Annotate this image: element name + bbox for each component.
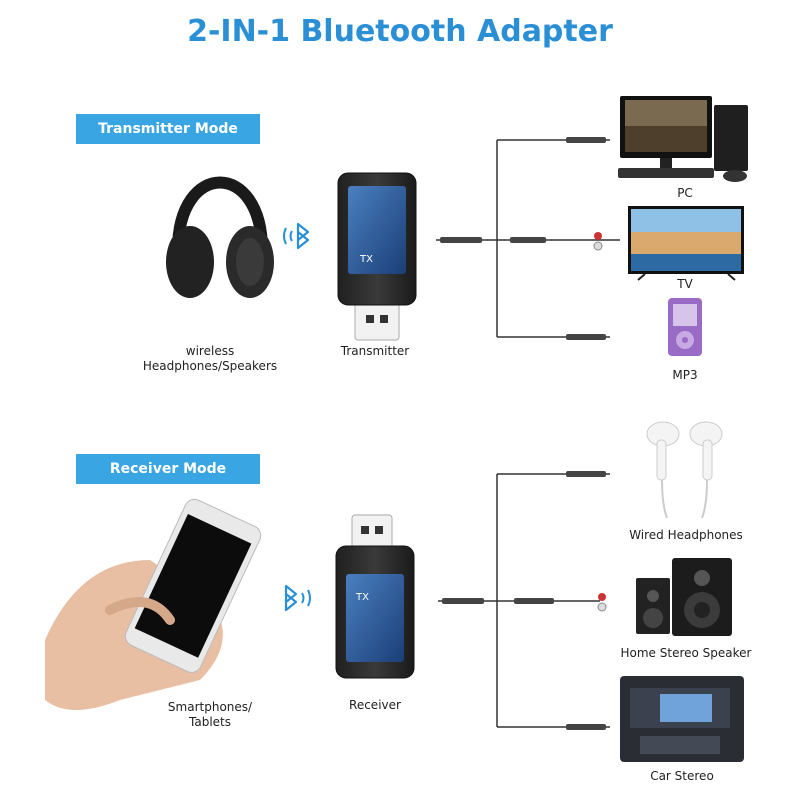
transmitter-device: TX (337, 172, 417, 341)
wireless-label-line2: Headphones/Speakers (142, 359, 278, 373)
smartphones-label-line2: Tablets (189, 715, 231, 729)
pc-icon (618, 96, 748, 182)
stereo-speaker-icon (636, 558, 732, 636)
smartphones-label-line1: Smartphones/ (167, 700, 253, 714)
headphones-icon (166, 176, 274, 298)
smartphones-tablets-label: Smartphones/ Tablets (130, 700, 290, 730)
tv-icon (628, 206, 744, 281)
receiver-label: Receiver (349, 698, 401, 712)
home-stereo-speaker-label: Home Stereo Speaker (620, 646, 752, 660)
bluetooth-icon (284, 584, 311, 612)
receiver-mode-banner: Receiver Mode (76, 454, 260, 484)
receiver-plugs (442, 471, 607, 730)
transmitter-label: Transmitter (340, 344, 410, 358)
receiver-device: TX (335, 514, 415, 679)
mp3-label: MP3 (672, 368, 698, 382)
mp3-player-icon (668, 298, 702, 356)
smartphone-icon (45, 498, 262, 710)
transmitter-plugs (440, 137, 606, 340)
device-screen-text: TX (355, 592, 369, 603)
car-stereo-icon (620, 676, 744, 762)
car-stereo-label: Car Stereo (650, 769, 714, 783)
bluetooth-icon (283, 222, 310, 250)
pc-label: PC (677, 186, 693, 200)
transmitter-mode-banner: Transmitter Mode (76, 114, 260, 144)
device-screen-text: TX (359, 254, 373, 265)
tv-label: TV (677, 277, 693, 291)
wireless-headphones-label: wireless Headphones/Speakers (120, 344, 300, 374)
earphones-icon (646, 421, 723, 519)
wired-headphones-label: Wired Headphones (629, 528, 743, 542)
wireless-label-line1: wireless (185, 344, 235, 358)
page-title: 2-IN-1 Bluetooth Adapter (187, 14, 613, 49)
